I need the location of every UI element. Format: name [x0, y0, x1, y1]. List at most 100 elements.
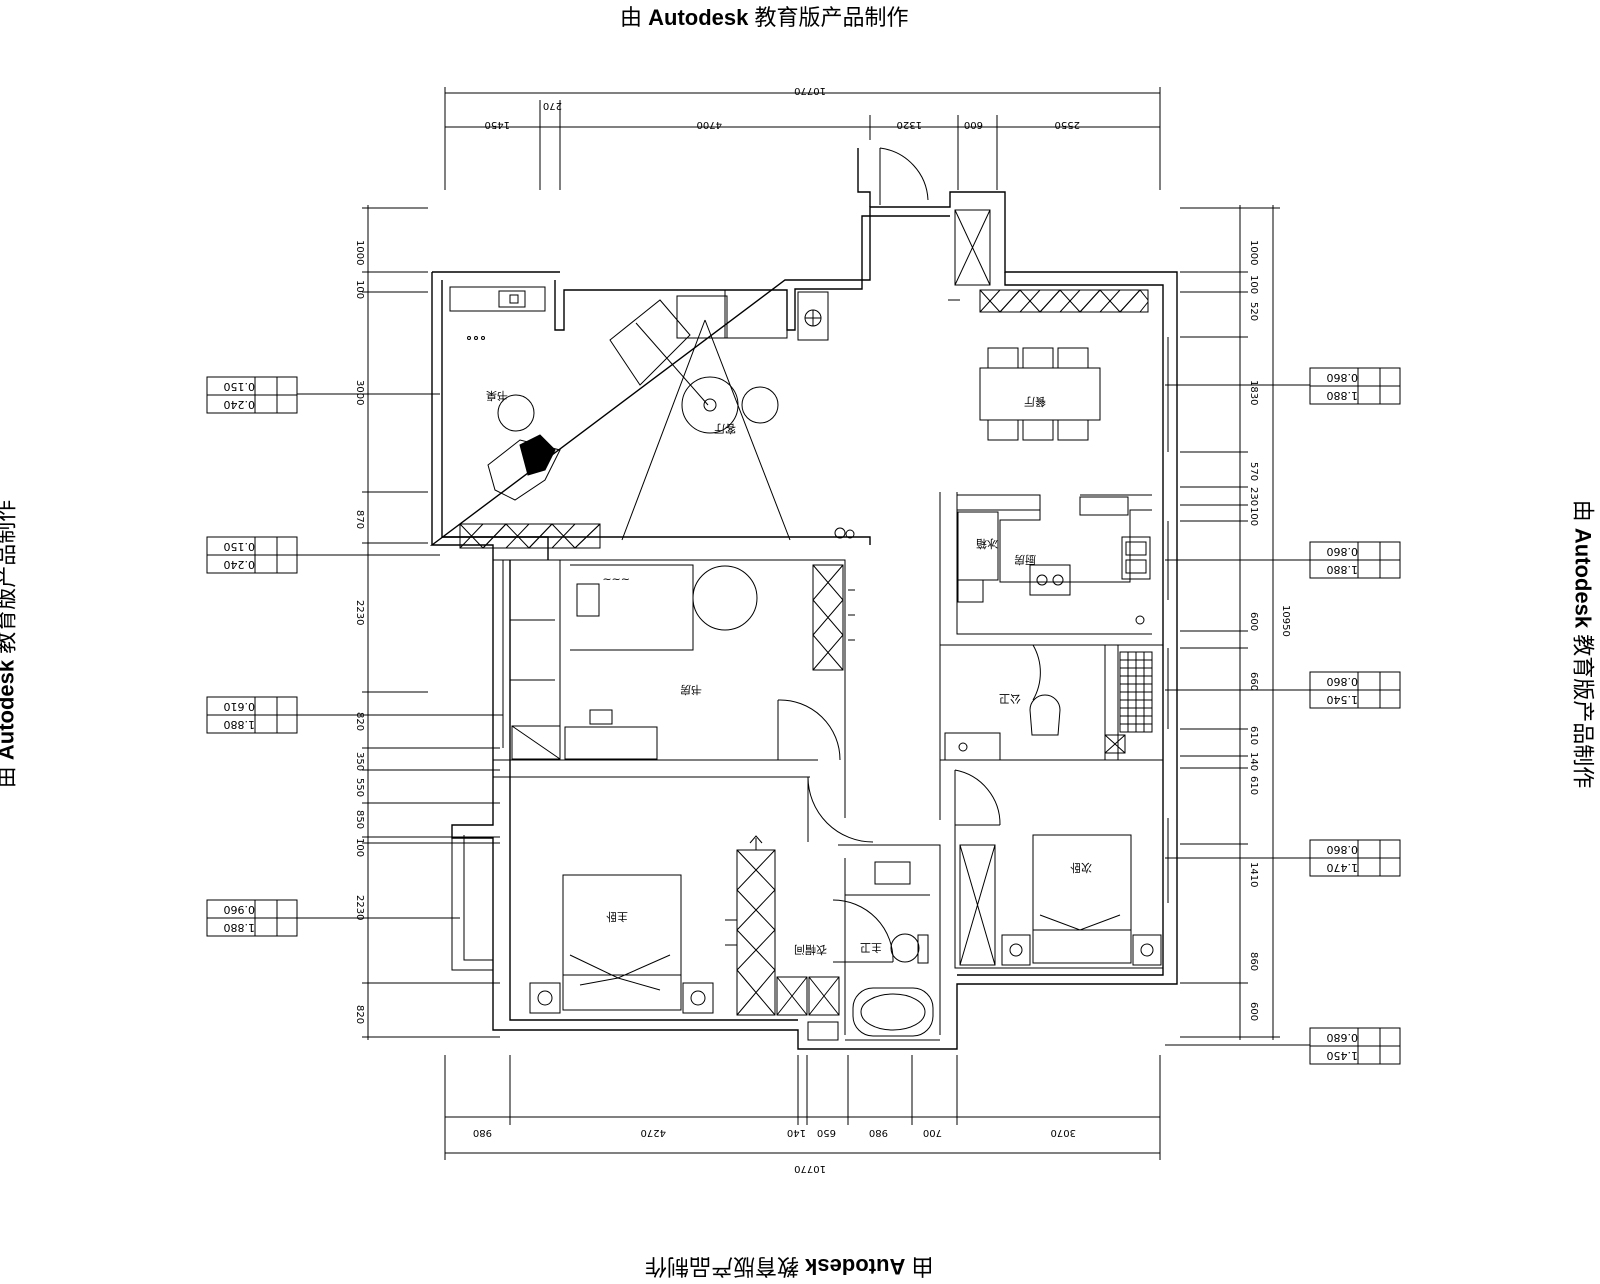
- dim-top-small: 270: [543, 100, 562, 111]
- window-tag-leaders: [296, 384, 1310, 1046]
- tag-left-2-top: 0.150: [224, 540, 256, 553]
- dim-top-seg-2: 4700: [697, 119, 722, 130]
- dim-left-12: 820: [354, 1005, 365, 1024]
- room-study-label: 书房: [680, 683, 702, 696]
- dim-bottom-seg-2: 4270: [641, 1127, 666, 1138]
- tag-right-1-top: 0.860: [1327, 371, 1359, 384]
- room-second-bedroom-label: 次卧: [1070, 861, 1092, 875]
- dim-left-11: 2230: [354, 895, 365, 920]
- dim-right-9: 660: [1248, 672, 1259, 691]
- dim-right-11: 140: [1248, 752, 1259, 771]
- dim-left-3: 3000: [354, 380, 365, 405]
- dim-right-6: 230: [1248, 487, 1259, 506]
- main-bath-fixtures: [852, 861, 934, 1037]
- window-tag: [206, 376, 298, 414]
- room-dining-label: 餐厅: [1024, 395, 1046, 409]
- tag-left-3-top: 0.610: [224, 700, 256, 713]
- window-tag: [1309, 671, 1401, 709]
- interior-walls: [493, 492, 1163, 1035]
- tag-right-1-bottom: 1.880: [1327, 389, 1359, 402]
- dim-right-2: 100: [1248, 275, 1259, 294]
- dim-top-seg-4: 600: [964, 119, 983, 130]
- second-bedroom-furniture: [959, 834, 1162, 966]
- kitchenette-counter: [449, 286, 546, 340]
- dim-left-5: 2230: [354, 600, 365, 625]
- dim-right-3: 520: [1248, 302, 1259, 321]
- dining-furniture: [979, 347, 1101, 441]
- doors: [777, 147, 1070, 963]
- tag-right-3-top: 0.860: [1327, 675, 1359, 688]
- dim-right-5: 570: [1248, 462, 1259, 481]
- kitchen-fixtures: [957, 494, 1152, 625]
- dim-bottom-seg-1: 980: [473, 1127, 492, 1138]
- room-main-bath-label: 主卫: [860, 941, 882, 954]
- window-tags-right: [1309, 367, 1401, 1065]
- tag-right-5-bottom: 1.450: [1327, 1049, 1359, 1062]
- watermark-top: 由 Autodesk 教育版产品制作: [620, 5, 909, 30]
- room-master-bedroom-label: 主卧: [606, 910, 628, 923]
- fridge-label: 冰箱: [976, 537, 998, 551]
- dim-right-15: 600: [1248, 1002, 1259, 1021]
- room-living-label: 客厅: [714, 422, 736, 436]
- outer-walls: [429, 148, 1178, 1050]
- dim-bottom-seg-3: 140: [787, 1127, 806, 1138]
- window-tag: [206, 899, 298, 937]
- dim-right-12: 610: [1248, 776, 1259, 795]
- dim-left-9: 850: [354, 810, 365, 829]
- window-tag: [1309, 541, 1401, 579]
- dim-bottom-total: 10770: [794, 1163, 826, 1174]
- tag-right-3-bottom: 1.540: [1327, 693, 1359, 706]
- dim-top-seg-3: 1320: [897, 119, 922, 130]
- dim-bottom-seg-7: 3070: [1051, 1127, 1076, 1138]
- room-cloakroom-label: 衣帽间: [794, 943, 827, 957]
- tag-left-3-bottom: 1.880: [224, 718, 256, 731]
- dim-left-10: 100: [354, 838, 365, 857]
- dim-top-seg-1: 1450: [485, 119, 510, 130]
- window-tag: [1309, 1027, 1401, 1065]
- dim-right-8: 600: [1248, 612, 1259, 631]
- dim-right-1: 1000: [1248, 240, 1259, 265]
- tag-left-2-bottom: 0.240: [224, 558, 256, 571]
- tag-left-4-top: 0.960: [224, 903, 256, 916]
- dim-left-8: 550: [354, 778, 365, 797]
- cabinets-upper: [948, 209, 1149, 313]
- living-furniture: [459, 289, 855, 549]
- study-furniture: [511, 564, 855, 760]
- dim-left-7: 350: [354, 752, 365, 771]
- dim-left-1: 1000: [354, 240, 365, 265]
- dim-bottom-seg-4: 650: [817, 1127, 836, 1138]
- room-study-desk-label: 书桌: [486, 389, 508, 402]
- dim-bottom-seg-6: 700: [923, 1127, 942, 1138]
- room-kitchen-label: 厨房: [1014, 553, 1036, 566]
- tag-right-2-bottom: 1.880: [1327, 563, 1359, 576]
- window-tag: [1309, 367, 1401, 405]
- window-tag: [1309, 839, 1401, 877]
- dim-top-seg-5: 2550: [1055, 119, 1080, 130]
- tag-right-4-top: 0.860: [1327, 843, 1359, 856]
- dim-right-4: 1830: [1248, 380, 1259, 405]
- window-tag: [206, 696, 298, 734]
- dim-right-total: 10950: [1280, 605, 1291, 637]
- dim-left-4: 870: [354, 510, 365, 529]
- window-tags-left: [206, 376, 298, 937]
- tag-right-4-bottom: 1.470: [1327, 861, 1359, 874]
- dim-right-14: 860: [1248, 952, 1259, 971]
- dim-top-total: 10770: [794, 85, 826, 96]
- guest-bath-fixtures: [944, 651, 1153, 761]
- dim-left-6: 820: [354, 712, 365, 731]
- dim-right-7: 100: [1248, 507, 1259, 526]
- dim-right-13: 1410: [1248, 862, 1259, 887]
- tag-right-2-top: 0.860: [1327, 545, 1359, 558]
- dim-left-2: 100: [354, 280, 365, 299]
- room-guest-bath-label: 公卫: [999, 692, 1021, 705]
- tag-left-1-bottom: 0.240: [224, 398, 256, 411]
- windows: [451, 337, 1169, 1041]
- master-bedroom-furniture: [529, 835, 840, 1041]
- dim-right-10: 610: [1248, 726, 1259, 745]
- stairs-note: ~~~: [602, 573, 630, 586]
- tag-left-4-bottom: 1.880: [224, 921, 256, 934]
- tag-right-5-top: 0.680: [1327, 1031, 1359, 1044]
- tag-left-1-top: 0.150: [224, 380, 256, 393]
- dim-bottom-seg-5: 980: [869, 1127, 888, 1138]
